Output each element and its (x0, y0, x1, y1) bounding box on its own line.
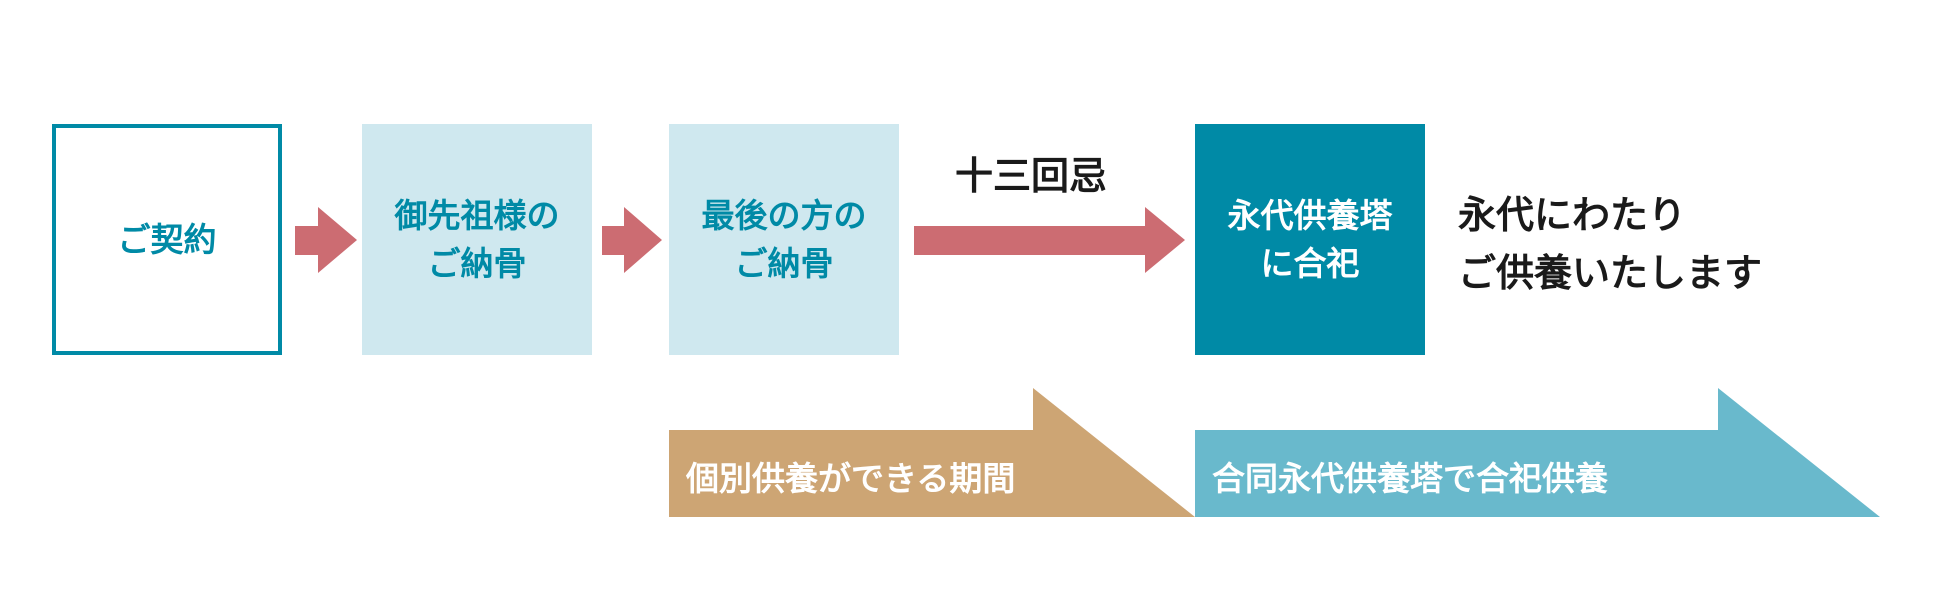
milestone-label: 十三回忌 (955, 154, 1108, 198)
period-arrow-communal (1195, 388, 1880, 517)
step-label-line2: に合祀 (1260, 243, 1360, 283)
step-ancestor-interment: 御先祖様のご納骨 (362, 124, 592, 355)
period-arrow-individual (669, 388, 1195, 517)
period-label-individual: 個別供養ができる期間 (686, 459, 1016, 498)
step-label-line1: 永代供養塔 (1227, 195, 1393, 235)
forever-text-line1: 永代にわたり (1458, 193, 1687, 237)
arrow-step-2 (602, 207, 662, 273)
forever-memorial-text: 永代にわたり ご供養いたします (1458, 186, 1762, 302)
forever-text-line2: ご供養いたします (1458, 251, 1763, 295)
step-contract: ご契約 (52, 124, 282, 355)
step-label-line2: ご納骨 (427, 243, 527, 283)
step-enshrinement: 永代供養塔に合祀 (1195, 124, 1425, 355)
arrow-thirteenth-memorial (914, 207, 1185, 273)
step-label-line1: 御先祖様の (394, 195, 560, 235)
step-label: ご契約 (117, 219, 217, 259)
step-label-line2: ご納骨 (734, 243, 834, 283)
step-label-line1: 最後の方の (701, 195, 867, 235)
step-last-interment: 最後の方のご納骨 (669, 124, 899, 355)
period-label-communal: 合同永代供養塔で合祀供養 (1212, 459, 1608, 498)
arrow-step-1 (295, 207, 357, 273)
